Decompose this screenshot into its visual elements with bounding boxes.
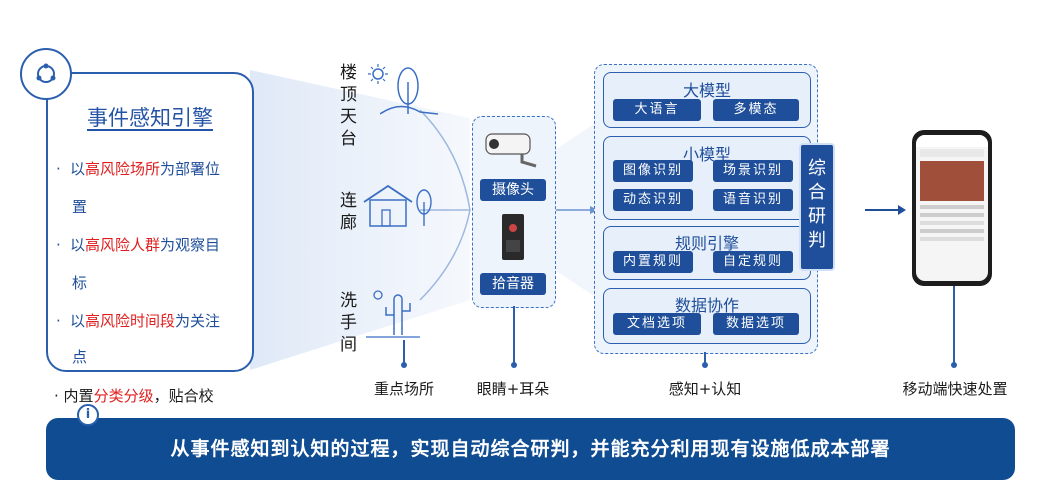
scene-corridor-label: 连廊 bbox=[340, 191, 357, 233]
caption-perceive: 感知+认知 bbox=[668, 380, 742, 398]
mic-label: 拾音器 bbox=[480, 273, 546, 295]
cycle-icon bbox=[20, 48, 72, 100]
tick-perceive bbox=[702, 362, 708, 368]
engine-card: 事件感知引擎 ·以高风险场所为部署位 置 ·以高风险人群为观察目 标 ·以高风险… bbox=[46, 72, 254, 372]
tick-places bbox=[401, 362, 407, 368]
large-model-title: 大模型 bbox=[682, 81, 731, 100]
speaker-icon bbox=[502, 214, 524, 260]
cactus-icon bbox=[366, 290, 420, 338]
house-icon bbox=[363, 184, 432, 227]
bullet-2: ·以高风险人群为观察目 bbox=[56, 236, 221, 254]
tree-icon bbox=[380, 67, 439, 115]
data-collab-title: 数据协作 bbox=[674, 296, 739, 315]
bullet-2-cont: 标 bbox=[72, 274, 88, 292]
pill-builtin-rules: 内置规则 bbox=[613, 251, 693, 273]
bullet-1: ·以高风险场所为部署位 bbox=[56, 160, 221, 178]
scene-rooftop-label: 楼顶天台 bbox=[340, 63, 357, 149]
scene-washroom-label: 洗手间 bbox=[340, 291, 357, 355]
tick-mobile bbox=[951, 362, 957, 368]
pill-llm: 大语言 bbox=[613, 99, 701, 121]
judge-label: 综合研判 bbox=[808, 158, 826, 251]
tick-line-mobile bbox=[953, 286, 955, 364]
summary-banner: 从事件感知到认知的过程，实现自动综合研判，并能充分利用现有设施低成本部署 bbox=[46, 418, 1015, 480]
caption-eyes: 眼睛+耳朵 bbox=[476, 380, 550, 398]
pill-multimodal: 多模态 bbox=[713, 99, 799, 121]
phone-icon bbox=[912, 130, 992, 286]
tick-line-eyes bbox=[513, 306, 515, 364]
pill-doc-options: 文档选项 bbox=[613, 313, 701, 335]
phone-screen bbox=[916, 135, 988, 281]
comprehensive-judgement: 综合研判 bbox=[799, 143, 835, 271]
bullet-1-cont: 置 bbox=[72, 198, 88, 216]
caption-mobile: 移动端快速处置 bbox=[902, 380, 1008, 398]
pill-image-recog: 图像识别 bbox=[613, 160, 693, 182]
bullet-4: · 内置分类分级，贴合校 bbox=[54, 387, 214, 405]
camera-label: 摄像头 bbox=[480, 179, 546, 201]
caption-places: 重点场所 bbox=[373, 380, 434, 398]
info-icon: i bbox=[77, 404, 99, 426]
rule-engine-title: 规则引擎 bbox=[674, 234, 739, 253]
bullet-3: ·以高风险时间段为关注 bbox=[56, 312, 221, 330]
tick-line-perceive bbox=[704, 352, 706, 364]
pill-data-options: 数据选项 bbox=[713, 313, 799, 335]
pill-scene-recog: 场景识别 bbox=[713, 160, 793, 182]
sun-icon bbox=[368, 64, 388, 84]
tick-line-places bbox=[403, 340, 405, 364]
tick-eyes bbox=[511, 362, 517, 368]
pill-voice-recog: 语音识别 bbox=[713, 189, 793, 211]
pill-motion-recog: 动态识别 bbox=[613, 189, 693, 211]
small-model-title: 小模型 bbox=[682, 145, 731, 164]
camera-icon bbox=[485, 133, 537, 168]
pill-custom-rules: 自定规则 bbox=[713, 251, 793, 273]
bullet-3-cont: 点 bbox=[72, 348, 88, 366]
engine-title: 事件感知引擎 bbox=[87, 106, 213, 130]
